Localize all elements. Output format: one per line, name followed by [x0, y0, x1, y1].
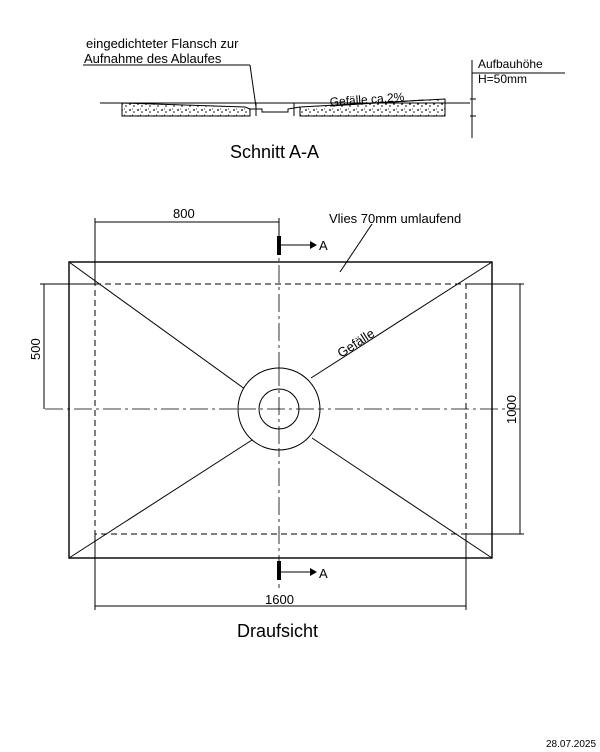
slope-underline [329, 99, 425, 107]
dim-800-label: 800 [173, 206, 195, 221]
dim-1600-label: 1600 [265, 592, 294, 607]
slope-line-bl [68, 439, 253, 559]
slope-line-br [311, 437, 493, 559]
drain-flange [250, 106, 301, 113]
drawing-date: 28.07.2025 [546, 739, 596, 750]
callout-text-line2: Aufnahme des Ablaufes [84, 51, 222, 66]
slope-line-tl [68, 261, 250, 393]
fleece-leader [339, 223, 373, 273]
section-mark-bottom: A [277, 561, 328, 581]
callout-leader [249, 64, 257, 108]
plan-title: Draufsicht [237, 621, 318, 641]
callout-text-line1: eingedichteter Flansch zur [86, 36, 239, 51]
section-view: eingedichteter Flansch zur Aufnahme des … [83, 36, 565, 162]
section-mark-bottom-label: A [319, 566, 328, 581]
height-label-line2: H=50mm [478, 72, 527, 86]
section-mark-top-label: A [319, 238, 328, 253]
fleece-label: Vlies 70mm umlaufend [329, 211, 461, 226]
section-mark-top: A [277, 236, 328, 255]
section-title: Schnitt A-A [230, 142, 319, 162]
section-slab-left [121, 102, 251, 117]
plan-slope-label: Gefälle [334, 325, 377, 360]
slope-line-tr [310, 261, 493, 379]
plan-view: 800 500 1000 1600 A A Vlies 70mm um [28, 206, 524, 641]
dim-1000-label: 1000 [504, 395, 519, 424]
tray-outline [68, 261, 493, 559]
section-slope-label: Gefälle ca.2% [329, 90, 405, 109]
dim-500-label: 500 [28, 338, 43, 360]
height-label-line1: Aufbauhöhe [478, 57, 543, 71]
